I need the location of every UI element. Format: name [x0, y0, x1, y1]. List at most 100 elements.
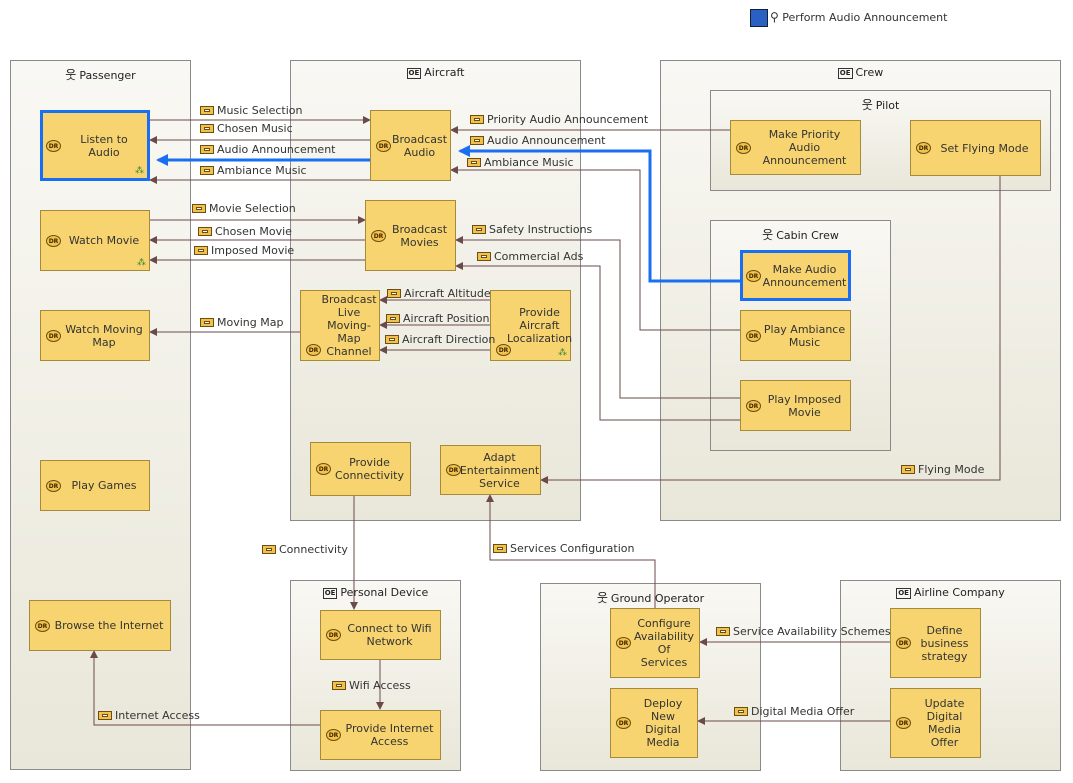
function-configure-availability[interactable]: DR Configure Availability Of Services [610, 608, 700, 678]
component-icon: OE [896, 588, 911, 599]
exchange-icon [200, 106, 214, 115]
lane-title-cabin-crew: Cabin Crew [776, 229, 839, 242]
exchange-icon [387, 289, 401, 298]
exchange-label-chosen-movie[interactable]: Chosen Movie [198, 225, 292, 238]
exchange-icon [472, 225, 486, 234]
function-make-priority-audio[interactable]: DR Make Priority Audio Announcement [730, 120, 861, 175]
exchange-icon [470, 136, 484, 145]
function-provide-localization[interactable]: DR Provide Aircraft Localization ⁂ [490, 290, 572, 361]
function-icon: DR [746, 329, 761, 342]
exchange-label-text: Music Selection [217, 104, 303, 117]
exchange-label-aircraft-position[interactable]: Aircraft Position [386, 312, 490, 325]
exchange-label-text: Moving Map [217, 316, 284, 329]
exchange-label-flying-mode[interactable]: Flying Mode [901, 463, 984, 476]
key-icon: ⚲ [770, 10, 779, 24]
exchange-label-text: Digital Media Offer [751, 705, 855, 718]
function-icon: DR [746, 399, 761, 412]
exchange-label-audio-announcement-2[interactable]: Audio Announcement [470, 134, 606, 147]
exchange-label-text: Chosen Movie [215, 225, 292, 238]
actor-icon: 웃 [596, 591, 608, 605]
exchange-label-text: Connectivity [279, 543, 348, 556]
exchange-icon [262, 545, 276, 554]
exchange-label-aircraft-direction[interactable]: Aircraft Direction [385, 333, 495, 346]
function-icon: DR [446, 464, 461, 476]
exchange-icon [194, 246, 208, 255]
function-broadcast-audio[interactable]: DR Broadcast Audio [370, 110, 451, 181]
exchange-label-movie-selection[interactable]: Movie Selection [192, 202, 296, 215]
exchange-icon [386, 314, 400, 323]
exchange-label-text: Priority Audio Announcement [487, 113, 649, 126]
component-icon: OE [837, 68, 853, 79]
lane-title-pilot: Pilot [875, 99, 900, 112]
exchange-icon [200, 124, 214, 133]
lane-title-passenger: Passenger [79, 69, 136, 82]
function-play-ambiance-music[interactable]: DR Play Ambiance Music [740, 310, 851, 361]
exchange-label-digital-media-offer[interactable]: Digital Media Offer [734, 705, 854, 718]
function-broadcast-movies[interactable]: DR Broadcast Movies [365, 200, 456, 271]
exchange-label-text: Aircraft Altitude [404, 287, 491, 300]
lane-title-ground-operator: Ground Operator [610, 592, 705, 605]
exchange-label-music-selection[interactable]: Music Selection [200, 104, 303, 117]
function-label: Play Imposed Movie [767, 392, 842, 419]
function-broadcast-map[interactable]: DR Broadcast Live Moving-Map Channel [300, 290, 380, 361]
diagram-title: Perform Audio Announcement [782, 11, 948, 24]
exchange-label-ambiance-music-1[interactable]: Ambiance Music [200, 164, 307, 177]
exchange-label-priority-audio[interactable]: Priority Audio Announcement [470, 113, 648, 126]
function-watch-moving-map[interactable]: DR Watch Moving Map [40, 310, 150, 361]
exchange-label-imposed-movie[interactable]: Imposed Movie [194, 244, 294, 257]
exchange-icon [200, 166, 214, 175]
component-icon: OE [322, 588, 338, 599]
function-icon: DR [896, 717, 911, 729]
exchange-label-ambiance-music-2[interactable]: Ambiance Music [467, 156, 574, 169]
wire-commercial-ads [455, 262, 740, 421]
exchange-label-audio-announcement-1[interactable]: Audio Announcement [200, 143, 336, 156]
function-watch-movie[interactable]: DR Watch Movie ⁂ [40, 210, 150, 271]
exchange-label-services-configuration[interactable]: Services Configuration [493, 542, 634, 555]
function-label: Connect to Wifi Network [347, 622, 432, 648]
exchange-label-commercial-ads[interactable]: Commercial Ads [477, 250, 583, 263]
exchange-icon [734, 707, 748, 716]
function-browse-internet[interactable]: DR Browse the Internet [29, 600, 171, 651]
function-label: Configure Availability Of Services [634, 617, 694, 669]
function-listen-to-audio[interactable]: DR Listen to Audio ⁂ [40, 110, 150, 181]
exchange-icon [198, 227, 212, 236]
function-label: Watch Moving Map [65, 322, 143, 349]
wire-safety-instructions [455, 236, 740, 399]
function-label: Watch Movie [68, 234, 140, 247]
exchange-label-aircraft-altitude[interactable]: Aircraft Altitude [387, 287, 491, 300]
function-label: Broadcast Audio [391, 132, 448, 159]
actor-icon: 웃 [861, 98, 873, 112]
function-provide-internet[interactable]: DR Provide Internet Access [320, 710, 441, 760]
function-label: Deploy New Digital Media [643, 697, 683, 749]
function-provide-connectivity[interactable]: DR Provide Connectivity [310, 442, 411, 496]
actor-icon: 웃 [762, 228, 774, 242]
function-deploy-media[interactable]: DR Deploy New Digital Media [610, 688, 698, 758]
exchange-label-chosen-music[interactable]: Chosen Music [200, 122, 293, 135]
function-icon: DR [896, 637, 911, 649]
function-icon: DR [46, 234, 61, 247]
exchange-label-text: Internet Access [115, 709, 200, 722]
function-set-flying-mode[interactable]: DR Set Flying Mode [910, 120, 1041, 176]
wire-flying-mode [540, 176, 1001, 484]
exchange-label-moving-map[interactable]: Moving Map [200, 316, 283, 329]
exchange-label-text: Ambiance Music [217, 164, 307, 177]
exchange-icon [192, 204, 206, 213]
wire-ambiance-music-2 [450, 166, 740, 331]
exchange-label-connectivity[interactable]: Connectivity [262, 543, 348, 556]
function-icon: DR [496, 344, 511, 356]
function-make-audio-announcement[interactable]: DR Make Audio Announcement [740, 250, 851, 301]
function-define-strategy[interactable]: DR Define business strategy [890, 608, 981, 678]
exchange-label-service-availability[interactable]: Service Availability Schemes [716, 625, 891, 638]
function-play-games[interactable]: DR Play Games [40, 460, 150, 511]
exchange-label-text: Wifi Access [349, 679, 411, 692]
function-adapt-entertainment[interactable]: DR Adapt Entertainment Service [440, 445, 541, 495]
function-play-imposed-movie[interactable]: DR Play Imposed Movie [740, 380, 851, 431]
function-label: Play Ambiance Music [763, 322, 846, 349]
function-connect-wifi[interactable]: DR Connect to Wifi Network [320, 610, 441, 660]
exchange-label-wifi-access[interactable]: Wifi Access [332, 679, 411, 692]
exchange-label-safety-instructions[interactable]: Safety Instructions [472, 223, 592, 236]
exchange-label-text: Audio Announcement [487, 134, 606, 147]
function-update-offer[interactable]: DR Update Digital Media Offer [890, 688, 981, 758]
exchange-label-internet-access[interactable]: Internet Access [98, 709, 200, 722]
exchange-icon [716, 627, 730, 636]
